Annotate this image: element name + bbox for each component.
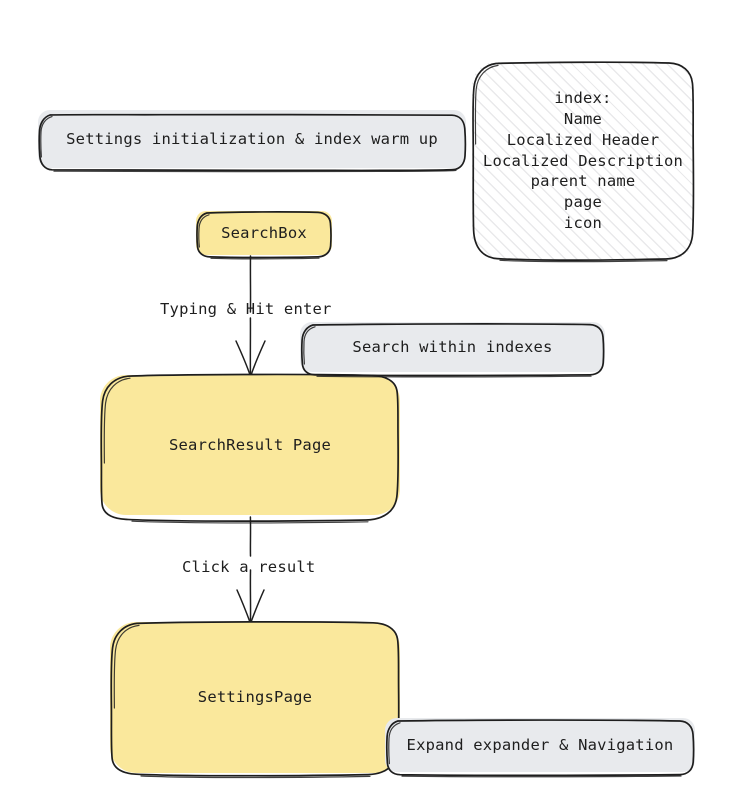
note-index-schema: index: Name Localized Header Localized D…	[472, 61, 695, 263]
note-search-within-indexes-label: Search within indexes	[352, 337, 553, 356]
node-searchbox-label: SearchBox	[221, 223, 307, 242]
note-index-schema-label: index: Name Localized Header Localized D…	[482, 88, 684, 233]
note-expand-expander-navigation: Expand expander & Navigation	[385, 718, 695, 778]
node-settings-page-label: SettingsPage	[197, 688, 313, 707]
edge-label-click-a-result: Click a result	[182, 558, 316, 576]
note-settings-initialization-label: Settings initialization & index warm up	[66, 129, 438, 148]
note-expand-expander-navigation-label: Expand expander & Navigation	[406, 735, 674, 754]
note-search-within-indexes: Search within indexes	[300, 322, 605, 378]
edge-label-typing-hit-enter: Typing & Hit enter	[160, 300, 332, 318]
node-searchresult-page-label: SearchResult Page	[168, 435, 332, 454]
note-settings-initialization: Settings initialization & index warm up	[38, 110, 467, 173]
node-searchresult-page[interactable]: SearchResult Page	[100, 373, 400, 524]
node-searchbox[interactable]: SearchBox	[196, 211, 332, 260]
node-settings-page[interactable]: SettingsPage	[110, 621, 400, 779]
